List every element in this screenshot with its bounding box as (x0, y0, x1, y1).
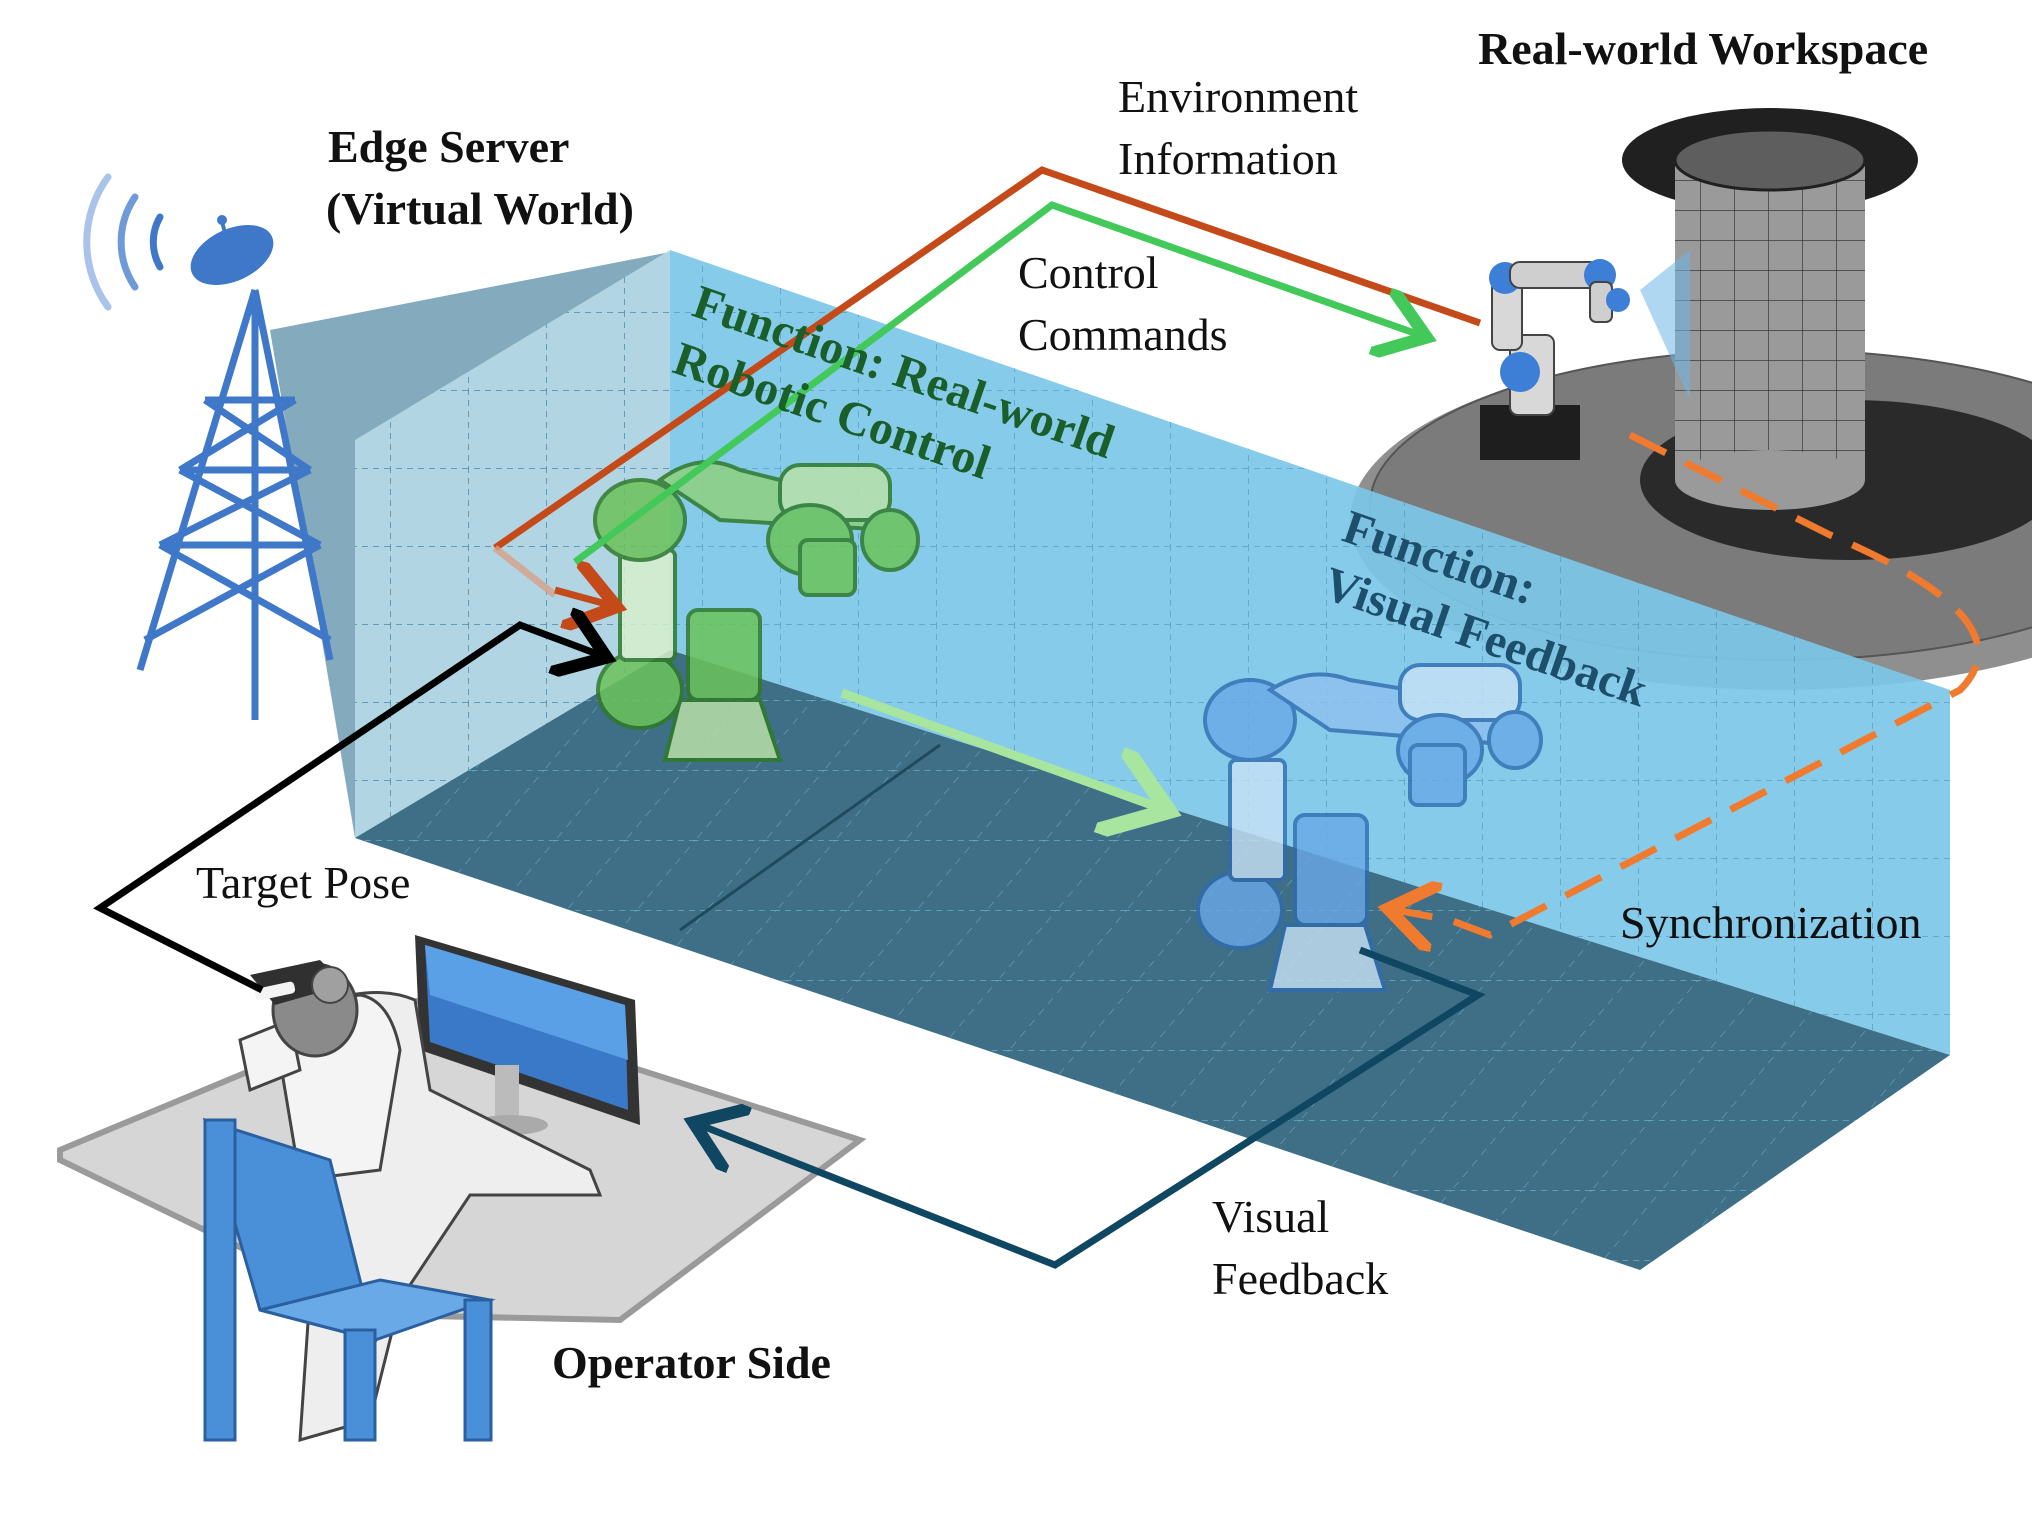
visual-feedback-arrow (700, 946, 1486, 1269)
control-commands-label: Control Commands (1018, 247, 1228, 360)
control-commands-arrow (572, 201, 1420, 565)
edge-server-subtitle: (Virtual World) (326, 183, 634, 234)
environment-info-line2: Information (1118, 133, 1338, 184)
internal-transfer-arrow (840, 688, 1160, 808)
real-robot-arm-icon (1480, 259, 1630, 460)
edge-server-title: Edge Server (328, 121, 569, 172)
target-pose-label: Target Pose (196, 857, 410, 908)
chair-icon (202, 1117, 496, 1442)
operator-side-label: Operator Side (552, 1337, 831, 1388)
environment-information-arrow (492, 166, 1482, 605)
signal-tower-icon (136, 288, 334, 720)
environment-information-label: Environment Information (1118, 71, 1358, 184)
environment-info-line1: Environment (1118, 71, 1358, 122)
wifi-waves-icon (83, 173, 164, 311)
virtual-world (270, 250, 1950, 1270)
satellite-dish-icon (190, 215, 274, 286)
control-commands-line1: Control (1018, 247, 1159, 298)
blue-robot-arm-icon (1196, 663, 1543, 992)
target-pose-arrow (93, 625, 600, 994)
synchronization-arrow (1395, 431, 1982, 935)
visual-feedback-line2: Feedback (1212, 1253, 1388, 1304)
edge-server-label: Edge Server (Virtual World) (326, 121, 634, 234)
vr-headset-icon (250, 960, 349, 1005)
control-commands-line2: Commands (1018, 309, 1228, 360)
synchronization-label: Synchronization (1620, 897, 1922, 948)
visual-feedback-line1: Visual (1212, 1191, 1329, 1242)
real-world-workspace-label: Real-world Workspace (1478, 23, 1928, 74)
cylindrical-tank (1622, 108, 1918, 510)
visual-feedback-label: Visual Feedback (1212, 1191, 1388, 1304)
